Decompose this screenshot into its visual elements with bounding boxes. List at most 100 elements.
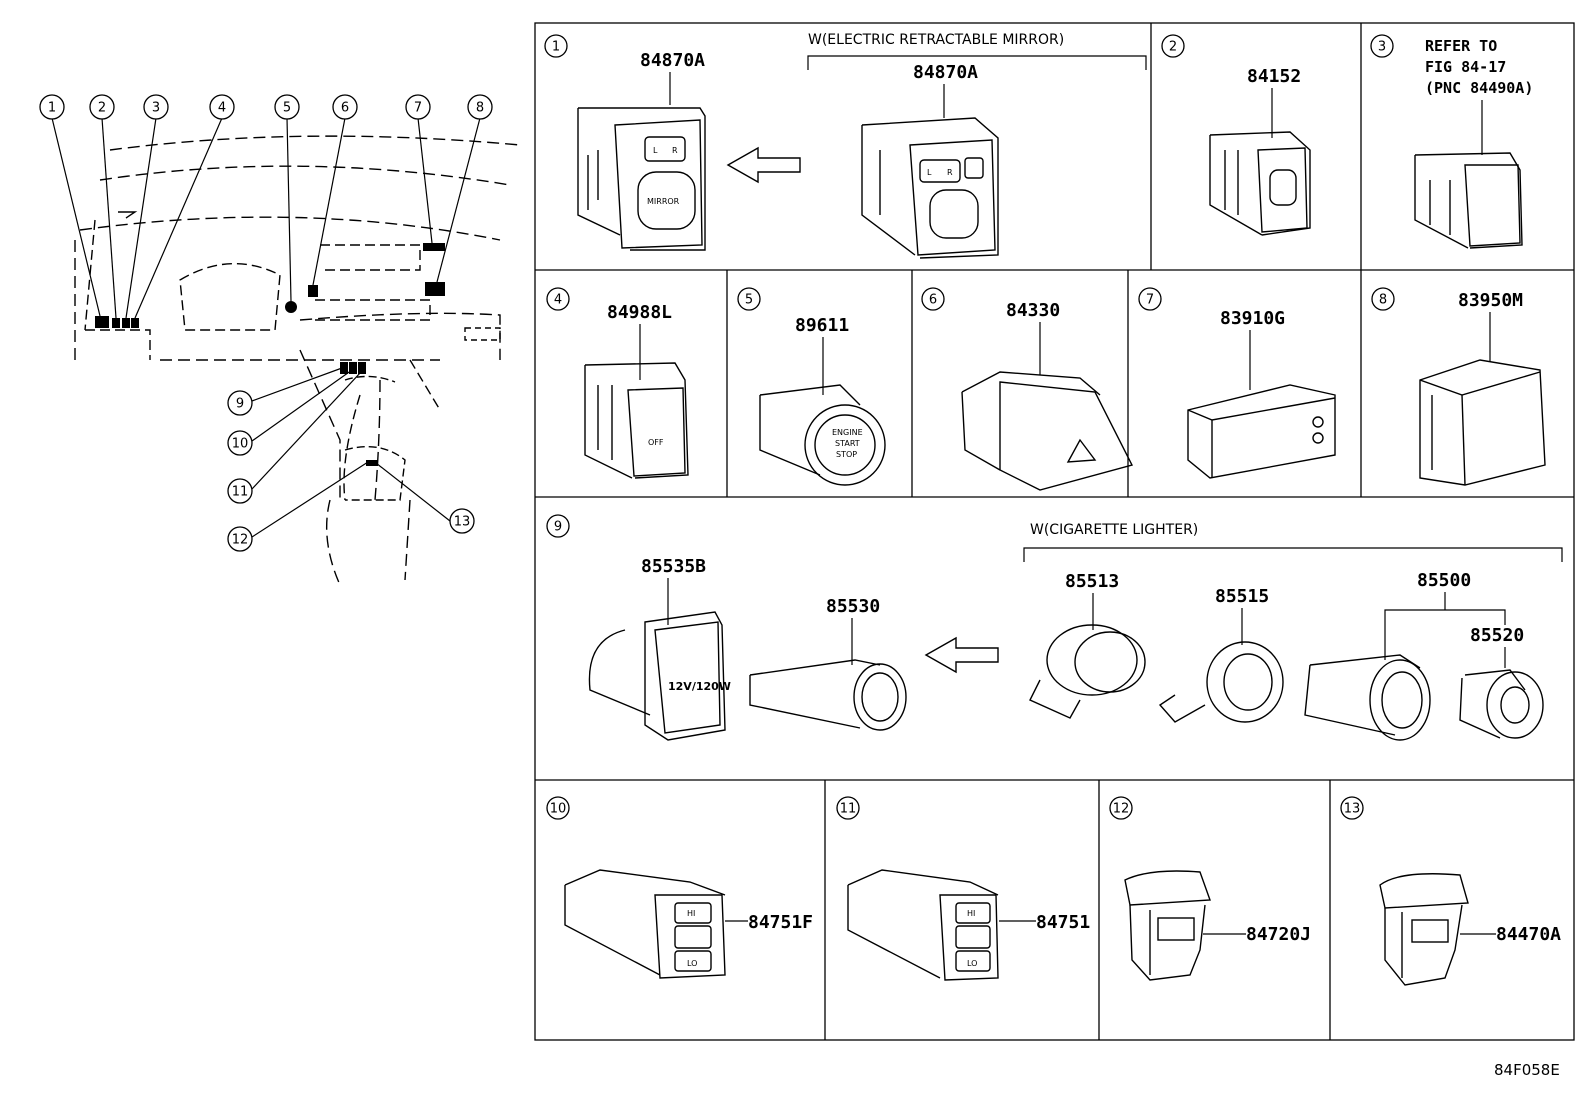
panel-9: W(CIGARETTE LIGHTER) 85535B 12V/120W 855… — [588, 522, 1563, 741]
lighter-ring-85513-drawing — [1029, 624, 1146, 719]
overview-callout-10-circle — [227, 430, 253, 456]
overview-callout-8-circle — [467, 94, 493, 120]
overview-callout-7: 7 — [405, 94, 431, 120]
left-arrow-icon-2 — [924, 636, 999, 674]
refer-line-3: (PNC 84490A) — [1425, 79, 1533, 97]
figure-code: 84F058E — [1494, 1061, 1560, 1079]
part-number-84330: 84330 — [1006, 300, 1060, 321]
panel-7-callout: 7 — [1138, 287, 1162, 311]
overview-callout-2-circle — [89, 94, 115, 120]
label-start: START — [835, 439, 860, 448]
overview-callout-6-circle — [332, 94, 358, 120]
panel-1-callout: 1 — [544, 34, 568, 58]
overview-callout-11: 11 — [227, 478, 253, 504]
mirror-switch-drawing — [577, 107, 706, 251]
switch-84988L-drawing — [584, 362, 689, 479]
panel-1: W(ELECTRIC RETRACTABLE MIRROR) 84870A 84… — [577, 32, 1147, 259]
part-number-84470A: 84470A — [1496, 924, 1561, 945]
overview-callout-6: 6 — [332, 94, 358, 120]
overview-callout-11-circle — [227, 478, 253, 504]
label-L: L — [653, 146, 658, 155]
part-number-83910G: 83910G — [1220, 308, 1285, 329]
panel-5-callout: 5 — [737, 287, 761, 311]
part-number-84870A-1: 84870A — [640, 50, 705, 71]
panel-12-callout-circle — [1109, 796, 1133, 820]
lighter-caption-bracket — [1023, 547, 1563, 562]
panel-12-callout: 12 — [1109, 796, 1133, 820]
hazard-switch-drawing — [961, 371, 1134, 491]
label-stop: STOP — [836, 450, 857, 459]
part-number-85500: 85500 — [1417, 570, 1471, 591]
label-R: R — [672, 146, 678, 155]
panel-12: 84720J — [1124, 870, 1311, 981]
socket-85530-drawing — [749, 659, 907, 731]
overview-callout-12-circle — [227, 526, 253, 552]
start-button-drawing — [759, 384, 886, 486]
panel-11-callout: 11 — [836, 796, 860, 820]
panel-2-callout-circle — [1161, 34, 1185, 58]
label-lo: LO — [687, 959, 697, 968]
label-12v-120w: 12V/120W — [668, 680, 731, 693]
panel-7: 83910G — [1187, 308, 1336, 479]
label-hi-2: HI — [967, 909, 975, 918]
overview-callout-6-number: 6 — [341, 101, 349, 116]
overview-callout-3: 3 — [143, 94, 169, 120]
label-R-2: R — [947, 168, 953, 177]
overview-callout-9: 9 — [227, 390, 253, 416]
overview-callout-1-number: 1 — [48, 101, 56, 116]
overview-callout-13-number: 13 — [454, 515, 471, 530]
lighter-socket-85500-drawing — [1304, 654, 1431, 741]
part-number-84751: 84751 — [1036, 912, 1090, 933]
switch-84720J-drawing — [1124, 870, 1211, 981]
panel-3-callout-number: 3 — [1378, 40, 1386, 55]
panel-12-callout-number: 12 — [1113, 802, 1130, 817]
overview-callout-1-circle — [39, 94, 65, 120]
overview-callout-11-number: 11 — [232, 485, 249, 500]
retractable-mirror-switch-drawing — [861, 117, 999, 259]
panel-13-callout-circle — [1340, 796, 1364, 820]
label-L-2: L — [927, 168, 932, 177]
power-outlet-drawing — [588, 611, 726, 741]
lighter-caption: W(CIGARETTE LIGHTER) — [1030, 522, 1198, 538]
overview-callout-2-number: 2 — [98, 101, 106, 116]
panel-7-callout-circle — [1138, 287, 1162, 311]
panel-6-callout-number: 6 — [929, 293, 937, 308]
panel-5: 89611 ENGINE START STOP — [759, 315, 886, 486]
overview-callout-8: 8 — [467, 94, 493, 120]
part-number-85520: 85520 — [1470, 625, 1524, 646]
overview-callout-4: 4 — [209, 94, 235, 120]
label-mirror: MIRROR — [647, 197, 680, 206]
overview-callout-12: 12 — [227, 526, 253, 552]
panel-3: REFER TO FIG 84-17 (PNC 84490A) — [1414, 37, 1533, 249]
part-number-84751F: 84751F — [748, 912, 813, 933]
overview-callout-1: 1 — [39, 94, 65, 120]
overview-callout-7-circle — [405, 94, 431, 120]
overview-callout-10-number: 10 — [232, 437, 249, 452]
lighter-plug-85520-drawing — [1459, 669, 1544, 739]
overview-callout-9-number: 9 — [236, 397, 244, 412]
panel-8-callout-number: 8 — [1379, 293, 1387, 308]
overview-callout-8-number: 8 — [476, 101, 484, 116]
part-number-84988L: 84988L — [607, 302, 672, 323]
panel-9-callout-circle — [546, 514, 570, 538]
panel-8-callout: 8 — [1371, 287, 1395, 311]
panel-8-callout-circle — [1371, 287, 1395, 311]
overview-callout-12-number: 12 — [232, 533, 249, 548]
meter-switch-drawing — [1187, 384, 1336, 479]
part-number-84870A-2: 84870A — [913, 62, 978, 83]
panel-2: 84152 — [1209, 66, 1311, 236]
label-lo-2: LO — [967, 959, 977, 968]
part-number-85535B: 85535B — [641, 556, 706, 577]
panel-1-callout-circle — [544, 34, 568, 58]
panel-6-callout-circle — [921, 287, 945, 311]
switch-84152-drawing — [1209, 131, 1311, 236]
panel-11: HI LO 84751 — [847, 869, 1090, 981]
switch-locations — [95, 243, 445, 466]
refer-line-2: FIG 84-17 — [1425, 58, 1506, 76]
seat-heater-switch-84751-drawing — [847, 869, 999, 981]
panel-10: HI LO 84751F — [564, 869, 813, 979]
panel-8: 83950M — [1419, 290, 1546, 486]
part-number-85515: 85515 — [1215, 586, 1269, 607]
